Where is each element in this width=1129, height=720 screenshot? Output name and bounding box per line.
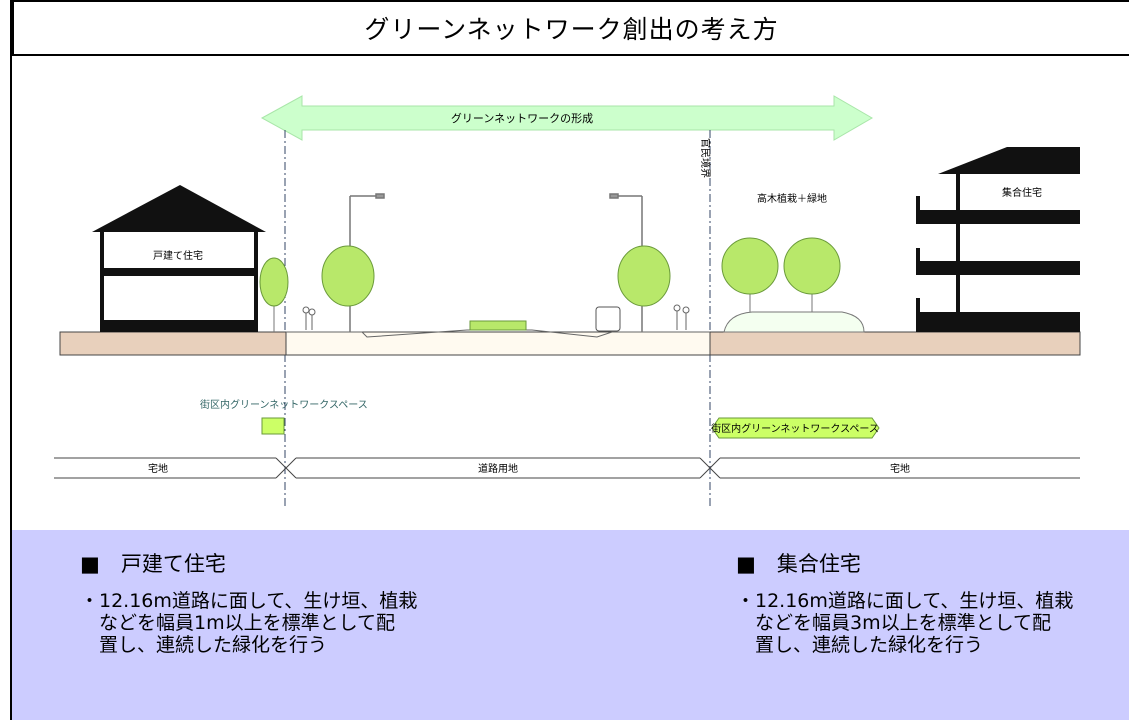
zone-label-3: 宅地 [890, 462, 910, 475]
apartment-label: 集合住宅 [1002, 186, 1042, 199]
ground-right [709, 331, 1081, 356]
zone-label-2: 道路用地 [478, 462, 518, 475]
note-detached-house-heading: ■ 戸建て住宅 [80, 552, 226, 576]
tree-apartment-2 [783, 237, 841, 320]
zone-bands [54, 457, 1080, 479]
ground-road [285, 331, 711, 356]
detached-house [92, 185, 266, 332]
note-apartment-body: ・12.16m道路に面して、生け垣、植栽 などを幅員3m以上を標準として配 置し… [736, 590, 1074, 656]
pedestrians-left [302, 306, 316, 330]
green-mound [723, 311, 865, 333]
note-apartment: ■ 集合住宅 ・12.16m道路に面して、生け垣、植栽 などを幅員3m以上を標準… [736, 548, 1073, 656]
tree-road-left [321, 245, 375, 332]
green-space-right-marker [711, 417, 880, 439]
cross-section-diagram: グリーンネットワークの形成 官民境界 戸建て住宅 [12, 58, 1129, 528]
planting-label: 高木植栽＋緑地 [757, 192, 827, 205]
median-planting [469, 320, 527, 331]
note-apartment-heading: ■ 集合住宅 [736, 552, 861, 576]
apartment-building [916, 147, 1080, 332]
pedestrians-right [673, 304, 690, 330]
green-space-right-label: 街区内グリーンネットワークスペース [711, 422, 879, 435]
vehicle [595, 306, 621, 332]
green-space-left-marker [261, 417, 285, 435]
tree-road-right [617, 245, 671, 332]
green-network-arrow [260, 95, 873, 141]
tree-apartment-1 [721, 237, 779, 320]
page-title: グリーンネットワーク創出の考え方 [12, 0, 1129, 56]
ground-left [59, 331, 287, 356]
boundary-label: 官民境界 [699, 138, 712, 178]
zone-label-1: 宅地 [148, 462, 168, 475]
green-network-arrow-label: グリーンネットワークの形成 [451, 111, 593, 125]
tree-hedge-left [259, 257, 289, 332]
notes-panel: ■ 戸建て住宅 ・12.16m道路に面して、生け垣、植栽 などを幅員1m以上を標… [12, 530, 1129, 720]
detached-house-label: 戸建て住宅 [153, 249, 203, 262]
left-margin-rule [0, 0, 12, 720]
note-detached-house: ■ 戸建て住宅 ・12.16m道路に面して、生け垣、植栽 などを幅員1m以上を標… [80, 548, 417, 656]
note-detached-house-body: ・12.16m道路に面して、生け垣、植栽 などを幅員1m以上を標準として配 置し… [80, 590, 418, 656]
green-space-left-label: 街区内グリーンネットワークスペース [200, 398, 368, 411]
